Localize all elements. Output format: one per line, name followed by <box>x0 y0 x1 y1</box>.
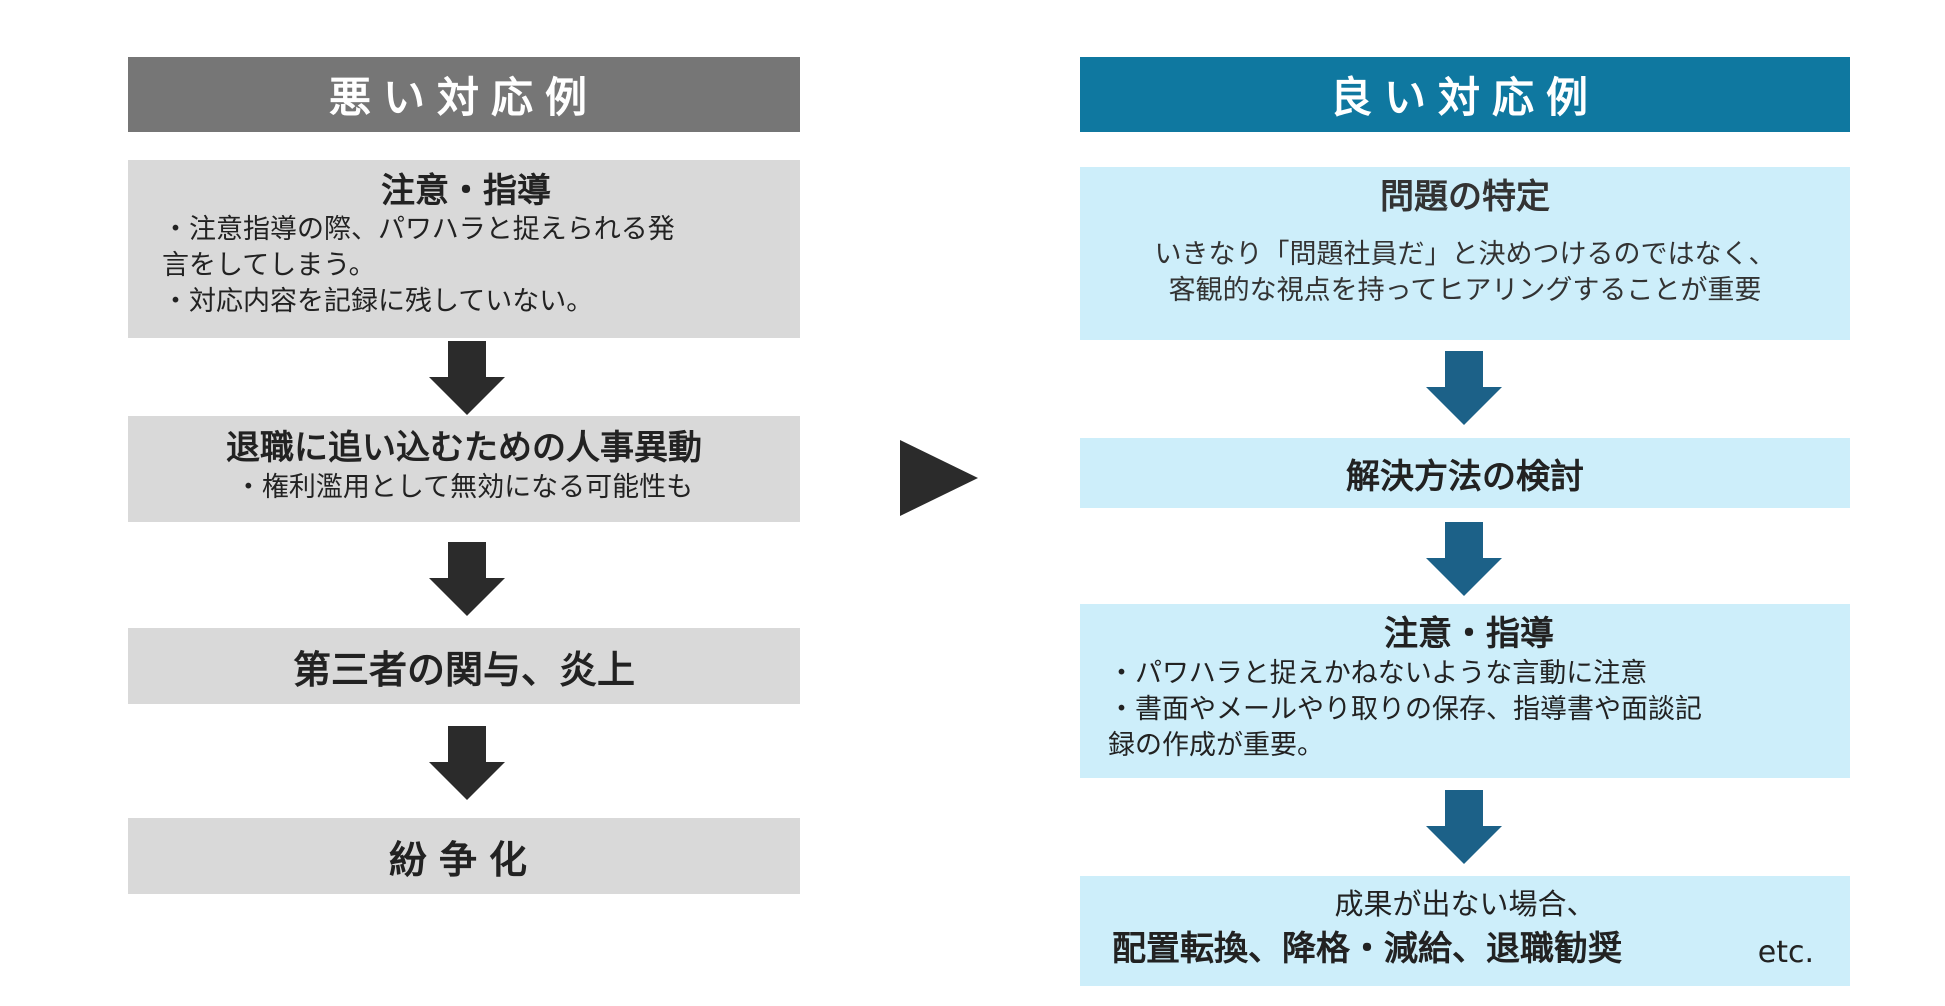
good-step-4-box: 成果が出ない場合、 配置転換、降格・減給、退職勧奨 etc. <box>1080 876 1850 986</box>
transition-arrow-icon <box>900 440 978 516</box>
good-step-1-box: 問題の特定 いきなり「問題社員だ」と決めつけるのではなく、 客観的な視点を持って… <box>1080 167 1850 340</box>
good-arrow-3 <box>1426 790 1502 864</box>
good-step-2-box: 解決方法の検討 <box>1080 438 1850 508</box>
bad-step-1-box: 注意・指導 ・注意指導の際、パワハラと捉えられる発 言をしてしまう。 ・対応内容… <box>128 160 800 338</box>
good-step-4-line-2: 配置転換、降格・減給、退職勧奨 <box>1112 929 1622 969</box>
bad-step-1-title: 注意・指導 <box>381 171 551 211</box>
good-step-1-line-2: 客観的な視点を持ってヒアリングすることが重要 <box>1168 275 1762 306</box>
bad-step-2-title: 退職に追い込むための人事異動 <box>226 428 702 468</box>
good-step-3-line-2: ・書面やメールやり取りの保存、指導書や面談記 <box>1108 694 1702 725</box>
good-arrow-2 <box>1426 522 1502 596</box>
bad-step-2-box: 退職に追い込むための人事異動 ・権利濫用として無効になる可能性も <box>128 416 800 522</box>
bad-step-1-line-2: 言をしてしまう。 <box>162 250 376 281</box>
bad-step-1-line-3: ・対応内容を記録に残していない。 <box>162 286 594 317</box>
good-step-3-line-1: ・パワハラと捉えかねないような言動に注意 <box>1108 658 1648 689</box>
good-step-1-line-1: いきなり「問題社員だ」と決めつけるのではなく、 <box>1154 239 1776 270</box>
good-example-header: 良い対応例 <box>1080 57 1850 132</box>
bad-example-header: 悪い対応例 <box>128 57 800 132</box>
bad-arrow-2 <box>429 542 505 616</box>
bad-step-2-line-1: ・権利濫用として無効になる可能性も <box>234 472 694 503</box>
bad-step-4-box: 紛争化 <box>128 818 800 894</box>
bad-arrow-3 <box>429 726 505 800</box>
good-arrow-1 <box>1426 351 1502 425</box>
bad-step-4-title: 紛争化 <box>388 837 539 882</box>
good-step-4-line-1: 成果が出ない場合、 <box>1334 887 1596 921</box>
bad-step-3-title: 第三者の関与、炎上 <box>292 647 635 692</box>
good-step-3-box: 注意・指導 ・パワハラと捉えかねないような言動に注意 ・書面やメールやり取りの保… <box>1080 604 1850 778</box>
bad-arrow-1 <box>429 341 505 415</box>
good-step-3-title: 注意・指導 <box>1384 614 1554 654</box>
good-step-4-etc: etc. <box>1757 935 1814 970</box>
bad-step-1-line-1: ・注意指導の際、パワハラと捉えられる発 <box>162 214 675 245</box>
bad-step-3-box: 第三者の関与、炎上 <box>128 628 800 704</box>
good-step-1-title: 問題の特定 <box>1380 177 1550 217</box>
good-step-2-title: 解決方法の検討 <box>1346 456 1584 497</box>
good-step-3-line-3: 録の作成が重要。 <box>1108 730 1324 761</box>
